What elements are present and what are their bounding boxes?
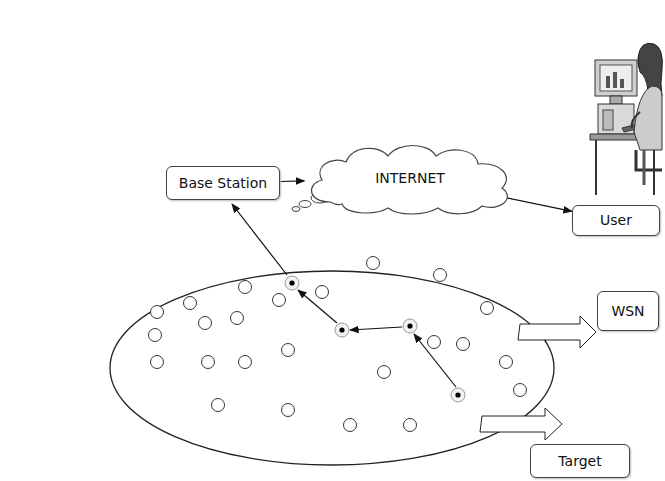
sensor-node [457,338,470,351]
block-arrow [480,408,562,440]
target-box: Target [530,444,630,478]
sensor-node [514,384,527,397]
sensor-node [378,366,391,379]
cloud-bubble [299,201,311,208]
sensor-node [199,317,212,330]
hop-arrow [350,327,402,330]
sensor-node [344,419,357,432]
node-label: Base Station [179,175,267,192]
hop-arrow [232,204,287,275]
active-sensor [335,323,349,337]
sensor-node [202,356,215,369]
user-icon [590,43,662,195]
sensor-node [282,404,295,417]
sensor-nodes [149,257,527,432]
sensor-node [481,302,494,315]
sensor-node [367,257,380,270]
sensor-field [110,271,554,465]
sensor-node [151,356,164,369]
sensor-node [239,356,252,369]
base-station-box: Base Station [166,166,280,200]
sensor-node [212,399,225,412]
block-arrow [518,316,596,348]
connector-arrow [280,180,304,182]
hop-arrows [232,204,456,387]
sensor-node [273,294,286,307]
hop-arrow [414,334,456,387]
sensor-node [184,297,197,310]
sensor-node [428,336,441,349]
active-sensor [285,276,299,290]
sensor-node [316,286,329,299]
cloud-bubble [292,207,300,212]
sensor-node [500,356,513,369]
node-label: INTERNET [375,170,445,187]
sensor-node [149,329,162,342]
active-sensor [403,319,417,333]
sensor-node [434,269,447,282]
sensor-node [231,312,244,325]
internet-cloud: INTERNET [300,140,520,216]
node-label: Target [558,453,601,470]
user-box: User [572,205,660,236]
sensor-node [151,306,164,319]
sensor-node [239,281,252,294]
node-label: WSN [611,303,644,320]
active-sensor [451,388,465,402]
node-label: User [600,212,632,229]
hop-arrow [298,290,337,323]
wsn-box: WSN [597,291,659,331]
connector-arrow [499,196,572,211]
sensor-node [404,419,417,432]
active-sensor-nodes [285,276,465,402]
sensor-node [282,344,295,357]
